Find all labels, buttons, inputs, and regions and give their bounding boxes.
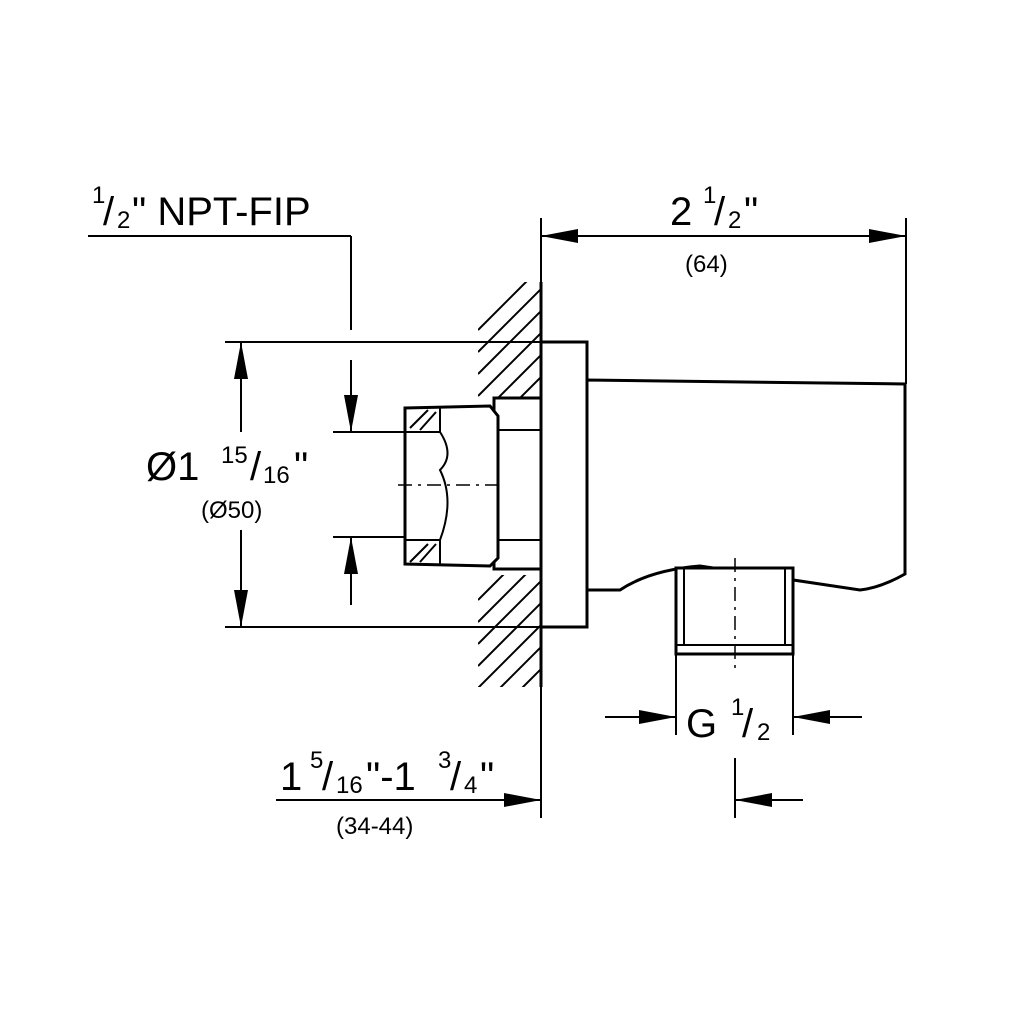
projection-suffix: " [744,190,758,234]
svg-text:/: / [742,702,754,746]
wall-depth-label: 1 5 / 16 "-1 3 / 4 " (34-44) [280,747,494,840]
outlet-fitting [674,558,795,672]
flange-diameter-suffix: " [294,445,308,489]
extension-lines [225,218,907,818]
wall-depth-fraction-a-num: 5 [310,747,323,774]
projection-whole: 2 [670,190,692,234]
wall-depth-suffix: " [480,755,494,799]
inlet-thread-fraction-den: 2 [117,207,130,234]
wall-hatching [478,282,543,687]
inlet-thread-label: 1 / 2 " NPT-FIP [92,182,311,234]
flange-diameter-fraction-den: 16 [263,462,290,489]
outlet-thread-fraction-num: 1 [731,694,744,721]
svg-text:/: / [322,755,334,799]
projection-metric: (64) [685,251,728,278]
wall-depth-fraction-b-num: 3 [438,747,451,774]
svg-text:/: / [450,755,462,799]
outlet-thread-label: G 1 / 2 [686,694,770,746]
wall-depth-whole-a: 1 [280,755,302,799]
flange-diameter-prefix: Ø1 [146,445,199,489]
svg-text:/: / [103,190,115,234]
outlet-thread-prefix: G [686,702,717,746]
inlet-fitting [398,396,543,571]
flange-diameter-fraction-num: 15 [221,442,248,469]
projection-label: 2 1 / 2 " (64) [670,182,758,278]
wall-depth-fraction-b-den: 4 [464,772,477,799]
inlet-thread-suffix: " NPT-FIP [132,190,311,234]
wall-depth-fraction-a-den: 16 [336,772,363,799]
dimension-lines [88,229,906,807]
svg-text:/: / [250,445,262,489]
svg-text:/: / [714,190,726,234]
flange-diameter-label: Ø1 15 / 16 " (Ø50) [146,442,308,524]
inlet-thread-fraction-num: 1 [92,182,105,209]
projection-fraction-num: 1 [703,182,716,209]
wall-union-body [539,340,907,629]
flange-diameter-metric: (Ø50) [201,497,262,524]
wall-depth-metric: (34-44) [336,813,413,840]
projection-fraction-den: 2 [728,207,741,234]
outlet-thread-fraction-den: 2 [757,719,770,746]
wall-depth-separator: "-1 [366,755,416,799]
